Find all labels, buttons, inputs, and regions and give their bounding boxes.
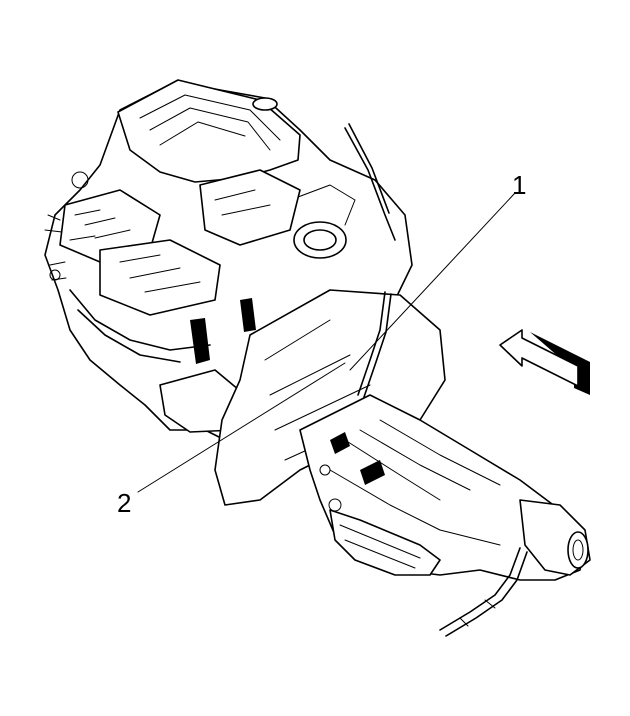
callout-1-label: 1: [512, 170, 526, 200]
callout-1-leader: [349, 192, 516, 371]
engine-icon: [44, 79, 413, 441]
callout-2-leader: [137, 362, 346, 493]
callout-leaders: [137, 192, 516, 493]
view-direction-arrow-icon: [499, 329, 590, 395]
callout-2-label: 2: [117, 488, 131, 518]
cooler-lines: [357, 291, 528, 637]
transmission-icon: [214, 289, 591, 581]
